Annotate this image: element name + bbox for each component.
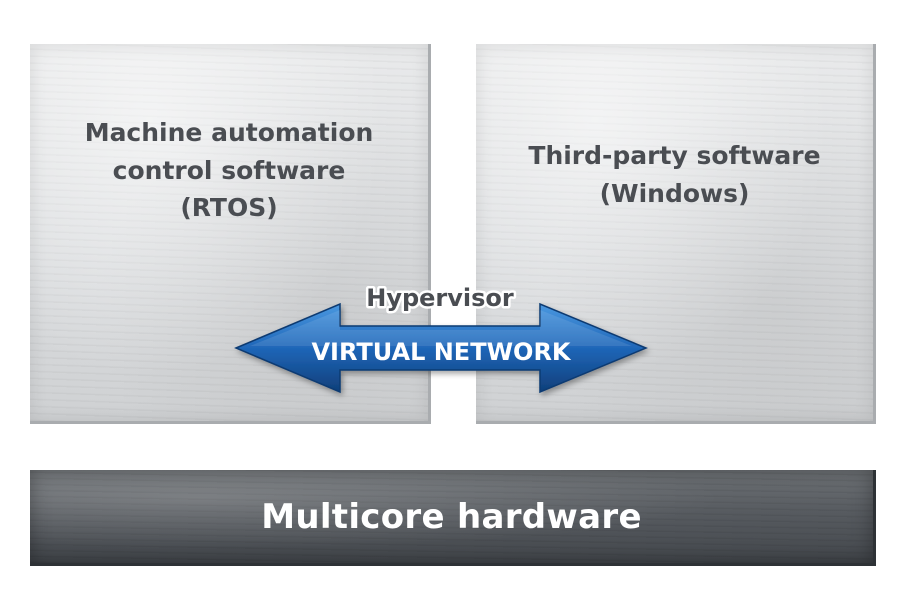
virtual-network-label: VIRTUAL NETWORK [311, 338, 571, 366]
windows-software-label: Third-party software (Windows) [476, 137, 873, 212]
rtos-label-line-1: Machine automation [84, 118, 374, 147]
virtual-network-double-arrow [234, 302, 648, 394]
multicore-hardware-block: Multicore hardware [30, 470, 876, 566]
arrow-highlight [250, 310, 632, 346]
rtos-software-block: Machine automation control software (RTO… [30, 44, 431, 424]
hypervisor-label: Hypervisor [366, 284, 514, 312]
windows-label-line-2: (Windows) [599, 178, 750, 208]
rtos-software-label: Machine automation control software (RTO… [30, 114, 428, 227]
windows-label-line-1: Third-party software [528, 141, 821, 170]
multicore-hardware-label: Multicore hardware [261, 496, 642, 537]
hypervisor-label-fill: Hypervisor [366, 284, 514, 312]
rtos-label-line-3: (RTOS) [180, 193, 278, 222]
rtos-label-line-2: control software [112, 155, 346, 185]
